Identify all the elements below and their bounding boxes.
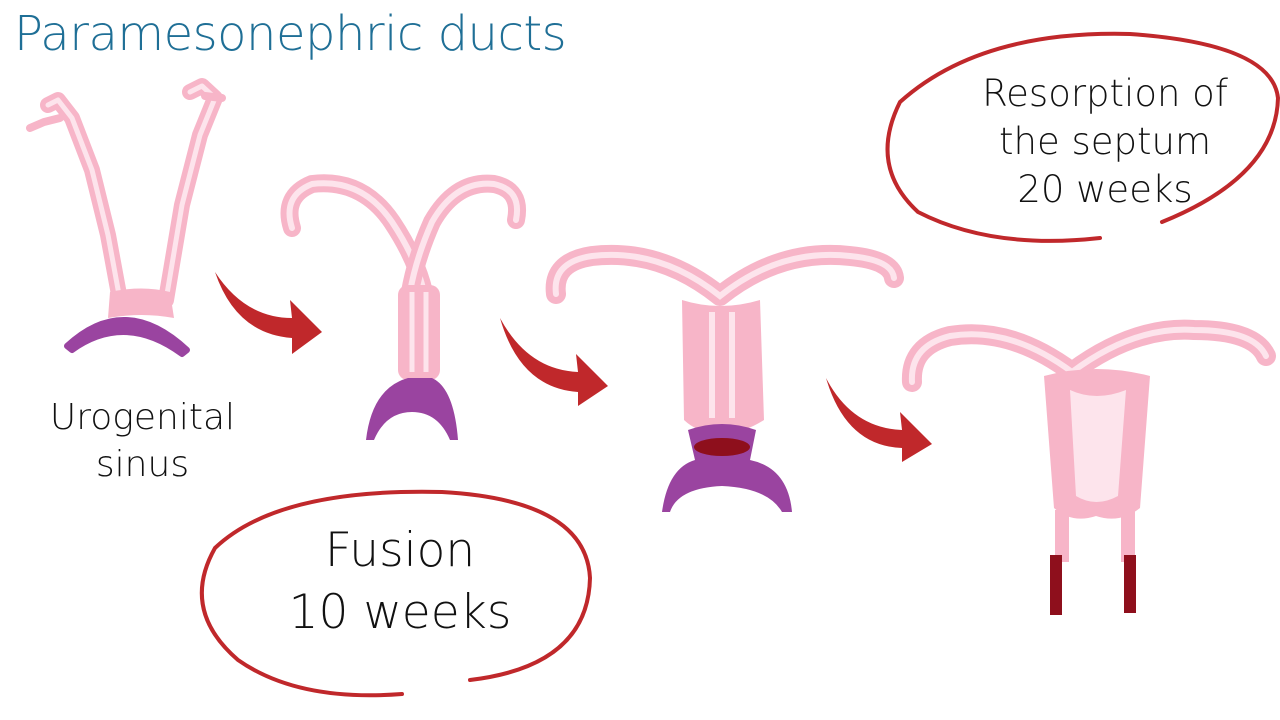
stage1-separate-ducts	[26, 78, 226, 357]
urogenital-sinus-label: Urogenital sinus	[30, 394, 255, 488]
stage3-septate-uterus	[545, 244, 904, 512]
resorption-line-1: Resorption of	[982, 72, 1228, 115]
stage2-fusion	[280, 174, 526, 440]
resorption-circle	[885, 31, 1280, 243]
page-title: Paramesonephric ducts	[14, 6, 567, 62]
fusion-line-2: 10 weeks	[288, 585, 512, 640]
resorption-label: Resorption of the septum 20 weeks	[950, 70, 1260, 214]
urogenital-line-2: sinus	[95, 444, 190, 485]
fusion-circle	[199, 489, 593, 698]
stage4-resorbed-septum	[901, 319, 1276, 615]
arrow-1	[215, 272, 322, 354]
fusion-line-1: Fusion	[324, 523, 476, 578]
urogenital-line-1: Urogenital	[49, 397, 236, 438]
arrow-2	[500, 318, 608, 406]
arrow-3	[826, 378, 932, 462]
resorption-line-2: the septum	[998, 120, 1211, 163]
resorption-line-3: 20 weeks	[1017, 168, 1193, 211]
fusion-label: Fusion 10 weeks	[250, 520, 550, 644]
